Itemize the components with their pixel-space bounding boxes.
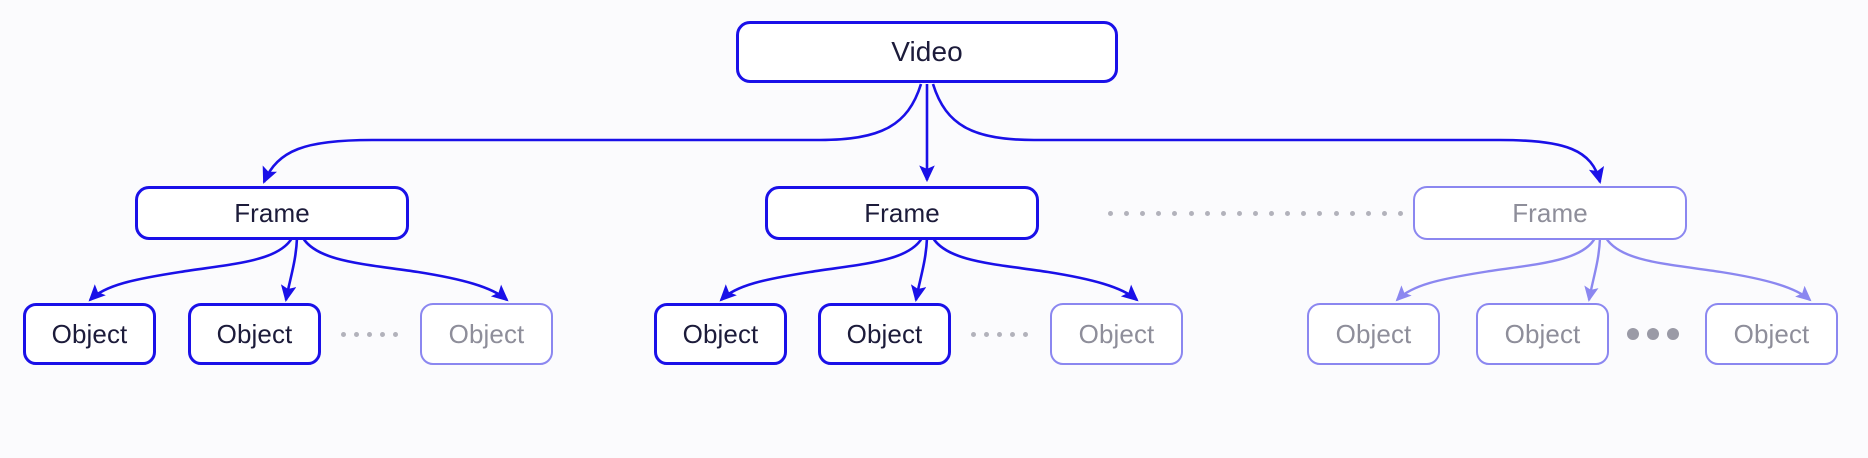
node-frame-2-label: Frame <box>864 198 940 228</box>
node-object-1-2[interactable]: Object <box>188 303 321 365</box>
node-object-2-3[interactable]: Object <box>1050 303 1183 365</box>
edge-frame-1-to-object-2 <box>280 237 299 303</box>
node-frame-1-label: Frame <box>234 198 310 228</box>
node-object-3-3[interactable]: Object <box>1705 303 1838 365</box>
node-video[interactable]: Video <box>736 21 1118 83</box>
node-object-3-1-label: Object <box>1335 319 1412 349</box>
frame-elision-dots <box>1108 210 1403 216</box>
edge-frame-2-to-object-1 <box>719 237 924 302</box>
node-video-label: Video <box>891 36 963 67</box>
node-frame-3[interactable]: Frame <box>1413 186 1687 240</box>
node-object-2-1-label: Object <box>682 319 759 349</box>
edge-frame-2-to-object-2 <box>910 237 929 303</box>
node-frame-3-label: Frame <box>1512 198 1588 228</box>
node-object-1-1-label: Object <box>51 319 128 349</box>
edge-frame-1-to-object-1 <box>88 237 294 302</box>
node-object-3-2[interactable]: Object <box>1476 303 1609 365</box>
node-object-2-2-label: Object <box>846 319 923 349</box>
edge-video-to-frame-3 <box>931 83 1605 185</box>
node-object-2-2[interactable]: Object <box>818 303 951 365</box>
object-group-2-elision-dots <box>971 331 1028 337</box>
node-frame-2[interactable]: Frame <box>765 186 1039 240</box>
node-object-1-1[interactable]: Object <box>23 303 156 365</box>
edge-frame-3-to-object-1 <box>1395 237 1597 302</box>
node-frame-1[interactable]: Frame <box>135 186 409 240</box>
node-object-3-2-label: Object <box>1504 319 1581 349</box>
object-group-3-elision-dots <box>1627 328 1679 340</box>
node-object-3-3-label: Object <box>1733 319 1810 349</box>
edge-frame-3-to-object-3 <box>1604 237 1812 302</box>
node-object-2-1[interactable]: Object <box>654 303 787 365</box>
node-object-1-2-label: Object <box>216 319 293 349</box>
edge-frame-3-to-object-2 <box>1584 237 1602 302</box>
node-object-1-3[interactable]: Object <box>420 303 553 365</box>
node-object-3-1[interactable]: Object <box>1307 303 1440 365</box>
edge-video-to-frame-1 <box>262 83 923 184</box>
node-object-2-3-label: Object <box>1078 319 1155 349</box>
edge-frame-2-to-object-3 <box>931 237 1139 302</box>
edge-frame-1-to-object-3 <box>301 237 509 302</box>
node-object-1-3-label: Object <box>448 319 525 349</box>
object-group-1-elision-dots <box>341 331 398 337</box>
